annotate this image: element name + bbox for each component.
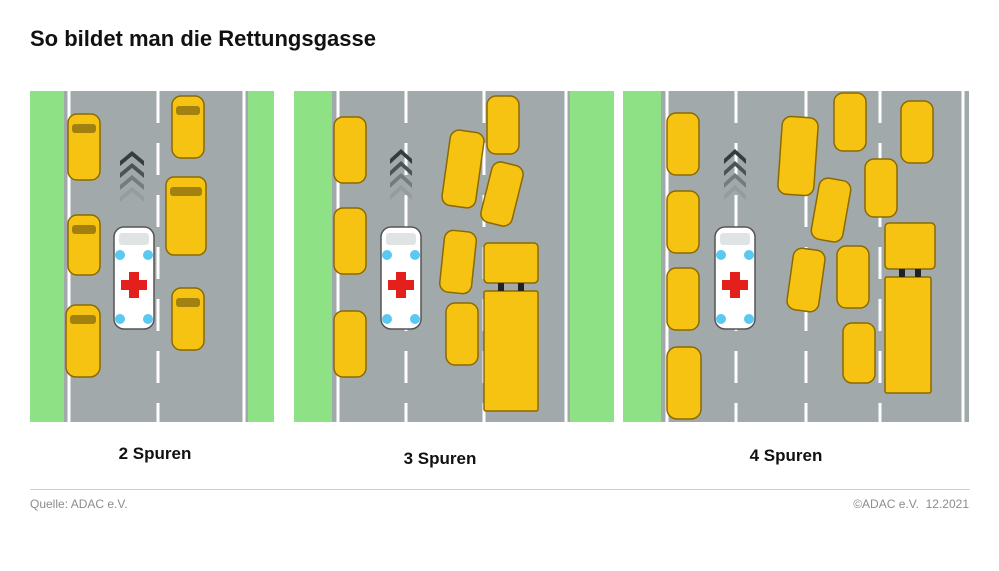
ambulance	[380, 226, 422, 330]
chevron-up-icon	[724, 149, 746, 200]
page-title: So bildet man die Rettungsgasse	[30, 26, 376, 51]
caption-four-lanes: 4 Spuren	[749, 446, 823, 465]
chevron-up-icon	[390, 149, 412, 200]
diagram-three-lanes	[294, 91, 614, 422]
source-note: Quelle: ADAC e.V.	[30, 497, 128, 511]
diagram-two-lanes	[30, 91, 274, 422]
ambulance	[113, 226, 155, 330]
caption-two-lanes: 2 Spuren	[118, 444, 192, 463]
copyright-note: ©ADAC e.V. 12.2021	[853, 497, 969, 511]
diagram-four-lanes	[623, 91, 969, 422]
ambulance	[714, 226, 756, 330]
chevron-up-icon	[120, 151, 144, 202]
footer-divider	[30, 489, 970, 490]
caption-three-lanes: 3 Spuren	[403, 449, 477, 468]
